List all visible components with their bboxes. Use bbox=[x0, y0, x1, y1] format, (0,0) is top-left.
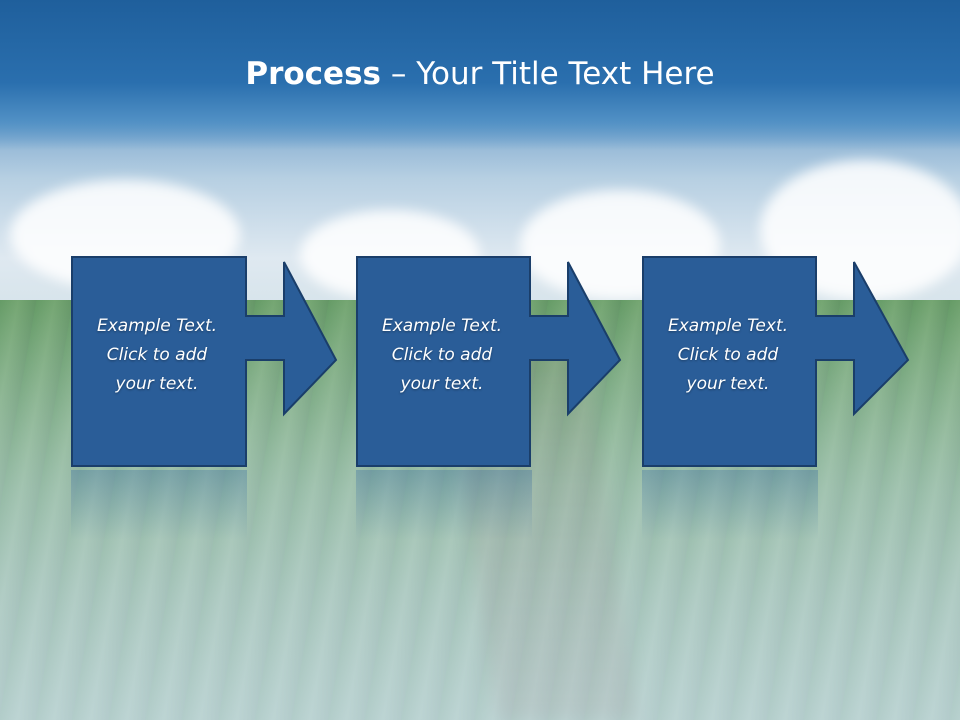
step-text[interactable]: Example Text. Click to add your text. bbox=[381, 316, 503, 394]
title-bold: Process bbox=[245, 56, 381, 92]
process-step-3[interactable]: Example Text. Click to add your text. bbox=[642, 256, 912, 468]
step-reflection bbox=[356, 470, 532, 540]
step-arrow-shape bbox=[71, 256, 338, 467]
title-rest: – Your Title Text Here bbox=[381, 56, 715, 92]
step-arrow-shape bbox=[642, 256, 910, 467]
slide-title[interactable]: Process – Your Title Text Here bbox=[0, 52, 960, 96]
step-reflection bbox=[71, 470, 247, 540]
step-text[interactable]: Example Text. Click to add your text. bbox=[96, 316, 218, 394]
step-text[interactable]: Example Text. Click to add your text. bbox=[667, 316, 789, 394]
title-bar: Process – Your Title Text Here bbox=[0, 0, 960, 150]
box-with-arrow bbox=[71, 256, 338, 467]
step-reflection bbox=[642, 470, 818, 540]
step-arrow-shape bbox=[356, 256, 622, 467]
box-with-arrow bbox=[356, 256, 622, 467]
box-with-arrow bbox=[642, 256, 910, 467]
process-step-2[interactable]: Example Text. Click to add your text. bbox=[356, 256, 626, 468]
process-step-1[interactable]: Example Text. Click to add your text. bbox=[71, 256, 341, 468]
